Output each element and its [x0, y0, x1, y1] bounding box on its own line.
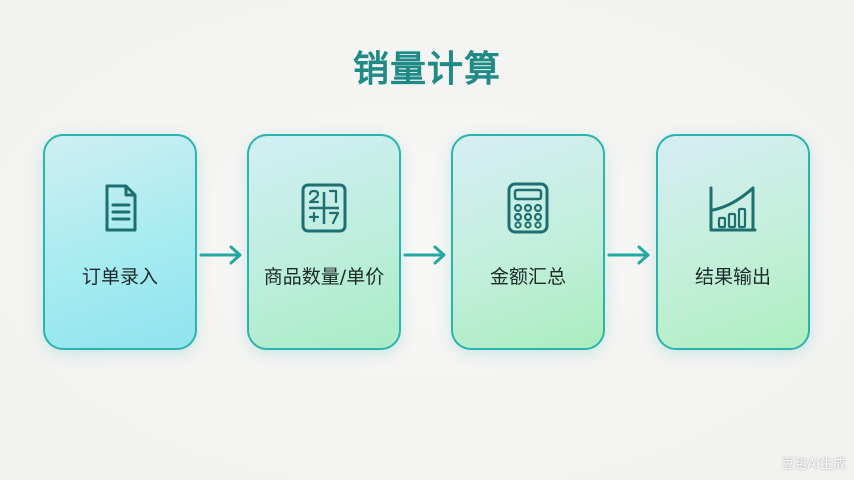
step-label: 金额汇总: [489, 266, 566, 288]
watermark: 豆包AI生成: [781, 457, 846, 472]
step-label: 商品数量/单价: [263, 266, 385, 288]
arrow-right-icon: [199, 245, 242, 265]
numbers-grid-icon: [301, 183, 347, 233]
arrow-right-icon: [403, 245, 446, 265]
document-icon: [105, 184, 137, 232]
bar-chart-icon: [709, 186, 757, 232]
arrow-right-icon: [607, 245, 650, 265]
step-card-result-output: 结果输出: [656, 134, 810, 350]
step-card-quantity-price: 商品数量/单价: [247, 134, 401, 350]
step-label: 订单录入: [81, 266, 158, 288]
step-card-order-entry: 订单录入: [43, 134, 197, 350]
step-card-amount-summary: 金额汇总: [451, 134, 605, 350]
calculator-icon: [507, 182, 549, 234]
page-title: 销量计算: [352, 49, 501, 90]
step-label: 结果输出: [694, 266, 771, 288]
